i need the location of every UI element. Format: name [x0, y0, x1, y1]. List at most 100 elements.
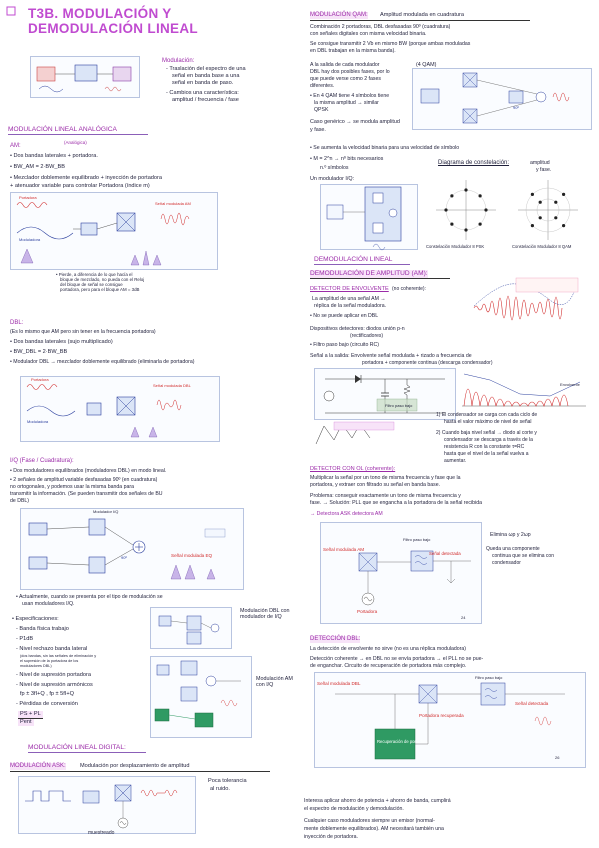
qam-line: con señales digitales con misma velocida…: [310, 31, 427, 37]
iq-label: I/Q (Fase / Cuadratura):: [10, 458, 74, 464]
ask-figure-drawing: [25, 784, 178, 829]
qam-figure-drawing: [420, 72, 570, 124]
iq-fig-phase: 90º: [121, 555, 127, 560]
envelope-line: La amplitud de una señal AM →: [312, 296, 386, 302]
qam-line: Se consigue transmitir 2 Vb en mismo BW …: [310, 41, 471, 47]
specs-item: - Pérdidas de conversión: [16, 701, 78, 707]
iq-line: de DBL): [10, 498, 30, 504]
qam-line: Combinación 2 portadoras, DBL desfasadas…: [310, 24, 451, 30]
specs-item: - Nivel de supresión portadora: [16, 672, 91, 678]
dbl-demod-filter: Filtro paso bajo: [475, 675, 503, 680]
envelope-tag: (no coherente):: [392, 286, 426, 292]
envelope-line: Dispositivos detectores: diodos unión p-…: [310, 326, 405, 332]
bottom-line: mente doblemente equilibrados). AM neces…: [304, 826, 444, 832]
qam-geo: Caso genérico → se modula amplitud: [310, 119, 400, 125]
am-line: + atenuador variable para controlar Port…: [10, 183, 150, 189]
iq-figure-drawing: [28, 518, 226, 580]
iq-line: transmitir la información. (Se pueden tr…: [10, 491, 163, 497]
rectified-envelope-label: Envolvente: [560, 382, 580, 387]
demod-heading-underline: [314, 256, 410, 265]
iq-note: usan moduladores I/Q.: [22, 601, 75, 607]
specs-item: - P1dB: [16, 636, 34, 642]
am-label: AM:: [10, 143, 21, 149]
dbl-demod-input: Señal modulada DBL: [317, 681, 361, 686]
iq-fig-senal: Señal modulada EQ: [171, 553, 213, 558]
const-8qam-label: Constelación Modulador 8 QAM: [512, 244, 572, 249]
envelope-line: Señal a la salida: Envolvente señal modu…: [310, 353, 472, 359]
am-line: • Dos bandas laterales + portadora.: [10, 153, 98, 159]
dbl-demod-figure: Señal modulada DBL Filtro paso bajo Seña…: [314, 672, 586, 768]
mq-line: • Se aumenta la velocidad binaria para u…: [310, 145, 460, 151]
dbl-iq-fig-label: Modulación DBL con modulador de I/Q: [240, 608, 290, 621]
qam-ex-a: A la salida de cada modulador: [310, 62, 380, 68]
dbl-line: • Modulador DBL → mezclador doblemente e…: [10, 359, 195, 365]
envelope-line: (rectificadores): [350, 333, 384, 339]
intro-item: - Traslación del espectro de una: [166, 66, 246, 72]
envelope-note: resistencia R con la constante τ=RC: [444, 444, 525, 450]
intro-heading: Modulación:: [162, 58, 195, 64]
coherent-line: → Detectora ASK detectora AM: [310, 511, 383, 517]
qam-ex-b: • En 4 QAM tiene 4 símbolos tiene: [310, 93, 390, 99]
constellation-8psk: [436, 180, 496, 240]
iq-line: • 2 señales de amplitud variable desfasa…: [10, 477, 158, 483]
envelope-note: aumentar.: [444, 458, 467, 464]
specs-item: moduladores DBL): [20, 664, 52, 668]
iq-note: • Actualmente, cuando se presenta por el…: [16, 594, 163, 600]
coherent-note: continua que se elimina con: [492, 553, 554, 559]
envelope-circuit-drawing: [323, 375, 445, 414]
mq-line: • M = 2^n → nº bits necesarios: [310, 156, 384, 162]
ask-label: MODULACIÓN ASK:: [10, 763, 66, 770]
iq-modulator-figure-drawing: [326, 186, 402, 251]
dbl-demod-recovery-block: Recuperación de portadora: [377, 739, 428, 744]
dbl-figure-drawing: [26, 384, 182, 438]
ask-side: al ruido.: [210, 786, 230, 792]
am-fig-moduladora: Moduladora: [19, 237, 41, 242]
specs-item: el supresión de la portadora de los: [20, 659, 79, 663]
envelope-circuit-figure: Filtro paso bajo: [314, 368, 456, 420]
bottom-line: Interesa aplicar ahorro de potencia + ah…: [304, 798, 451, 804]
mq-diagram-desc: amplitud: [530, 160, 550, 166]
bottom-line: inyección de portadora.: [304, 834, 358, 840]
iq-line: no ortogonales, y podemos usar la misma …: [10, 484, 134, 490]
specs-formula-numerator: PS + PL: [18, 711, 43, 719]
mq-diagram-label: Diagrama de constelación:: [438, 160, 510, 166]
demod-heading: DEMODULACIÓN LINEAL: [314, 256, 393, 263]
mq-line: n.º símbolos: [320, 165, 349, 171]
coh-fig-output: Señal detectada: [429, 551, 461, 556]
page-title: T3B. MODULACIÓN Y DEMODULACIÓN LINEAL: [28, 6, 198, 36]
coherent-line: portadora, y extraer con filtrado su señ…: [310, 482, 441, 488]
dbl-demod-line: de enganchar. Circuito de recuperación d…: [310, 663, 467, 669]
qam-fig-phase: 90º: [513, 105, 519, 110]
dbl-demod-line: Detección coherente → en DBL no se envía…: [310, 656, 484, 662]
iq-fig-label: Modulador I/Q: [93, 509, 119, 514]
dbl-line: • Dos bandas laterales (sujo multiplicad…: [10, 339, 113, 345]
charge-discharge-figure: [315, 421, 395, 445]
specs-formula-denominator: Pent: [18, 719, 34, 726]
specs-heading: • Especificaciones:: [12, 616, 59, 622]
qam-ex-b: la misma amplitud → similar: [314, 100, 379, 106]
am-line: • Mezclador doblemente equilibrado + iny…: [10, 175, 162, 181]
qam-label: MODULACIÓN QAM:: [310, 12, 368, 19]
dbl-line: (Es lo mismo que AM pero sin tener en la…: [10, 329, 156, 335]
constellation-8qam: [518, 180, 578, 240]
am-note: • Pierde, a diferencia de lo que hacía e…: [56, 272, 133, 277]
am-tag: (Analógica): [64, 140, 87, 145]
intro-item: señal en banda de paso.: [172, 80, 234, 86]
coherent-note: condensador: [492, 560, 521, 566]
envelope-note: hasta el valor máximo de nivel de señal: [444, 419, 532, 425]
ask-side: Poca tolerancia: [208, 778, 247, 784]
mq-diagram-desc: y fase.: [536, 167, 552, 173]
mq-line: Un modulador I/Q:: [310, 176, 355, 182]
am-iq-figure: [150, 656, 252, 738]
am-figure: Portadora Moduladora Señal modulada AM: [10, 192, 218, 270]
am-iq-fig-label: Modulación AM con I/Q: [256, 676, 293, 689]
coherent-figure-drawing: [358, 550, 471, 606]
qam-ex-a: diferentes.: [310, 83, 335, 89]
iq-line: • Dos moduladores equilibrados (modulado…: [10, 468, 167, 474]
am-demod-underline: [310, 270, 450, 279]
coh-fig-filter: Filtro paso bajo: [403, 537, 431, 542]
am-iq-figure-drawing: [154, 660, 241, 728]
specs-item: - Nivel de supresión armónicos: [16, 682, 93, 688]
ask-text: Modulación por desplazamiento de amplitu…: [80, 763, 190, 769]
intro-item: - Cambios una característica:: [166, 90, 239, 96]
